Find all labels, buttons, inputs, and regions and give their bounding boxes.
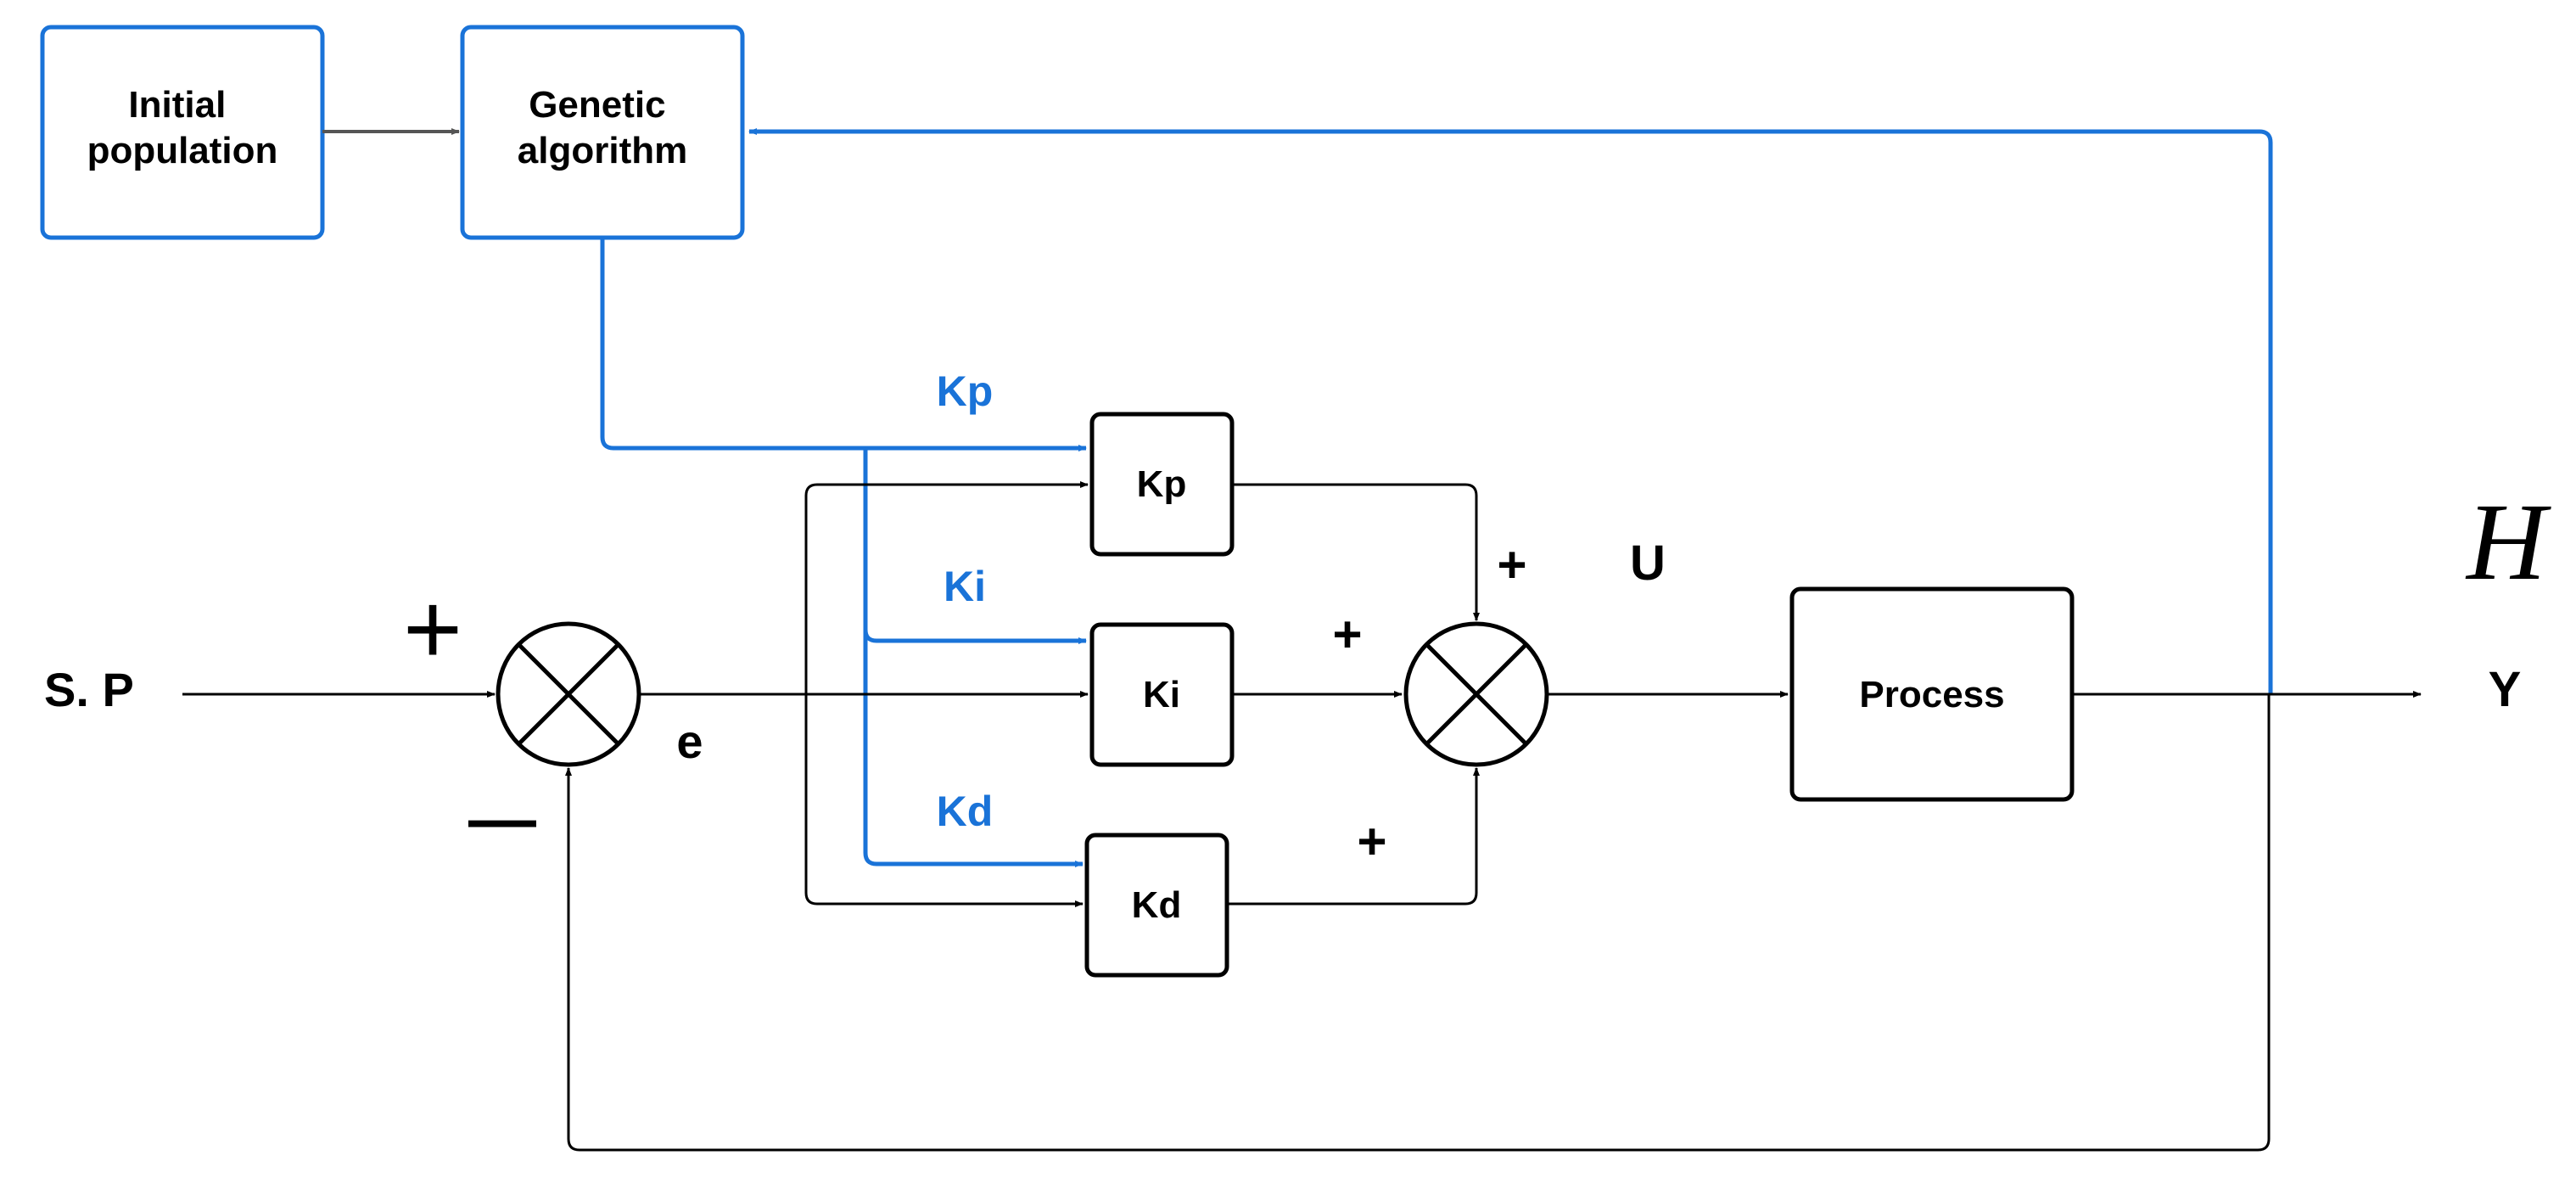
blue-label-kd: Kd <box>937 788 994 835</box>
kd-box-label: Kd <box>1132 884 1182 926</box>
control-signal-label: U <box>1630 536 1666 591</box>
kp-box-label: Kp <box>1137 463 1187 505</box>
kp-to-sum2-arrow <box>1232 483 1480 621</box>
blue-label-kp: Kp <box>937 367 994 415</box>
sum1-minus-sign: — <box>468 781 536 856</box>
svg-text:Initial population: Initial population <box>87 84 278 171</box>
h-label: H <box>2465 481 2551 603</box>
sum1-plus-sign: + <box>403 572 462 686</box>
initial-population-label-line1: Initial <box>128 84 226 126</box>
initial-population-label-line2: population <box>87 130 278 171</box>
setpoint-label: S. P <box>44 663 134 716</box>
sum2-plus-left: + <box>1332 606 1362 663</box>
error-to-kd-arrow <box>804 694 1084 907</box>
error-label: e <box>676 715 703 768</box>
output-label: Y <box>2489 662 2522 717</box>
kd-to-sum2-arrow <box>1227 767 1480 906</box>
ga-to-kp-arrow <box>600 238 1087 451</box>
summing-junction-icon <box>1403 621 1549 767</box>
error-to-kp-arrow <box>804 481 1089 694</box>
ki-box-label: Ki <box>1143 674 1180 715</box>
ga-to-kd-arrow <box>863 630 1084 867</box>
genetic-algorithm-label-line2: algorithm <box>518 130 687 171</box>
sum2-plus-bottom: + <box>1357 813 1386 870</box>
output-to-ga-feedback-arrow <box>748 128 2273 694</box>
process-label: Process <box>1859 674 2004 715</box>
ga-to-ki-arrow <box>863 448 1087 644</box>
sum2-plus-top: + <box>1497 536 1526 593</box>
blue-label-ki: Ki <box>944 563 986 610</box>
summing-junction-icon <box>496 621 641 767</box>
svg-text:Genetic algorithm: Genetic algorithm <box>518 84 687 171</box>
genetic-algorithm-label-line1: Genetic <box>529 84 665 126</box>
output-feedback-arrow <box>565 694 2271 1152</box>
